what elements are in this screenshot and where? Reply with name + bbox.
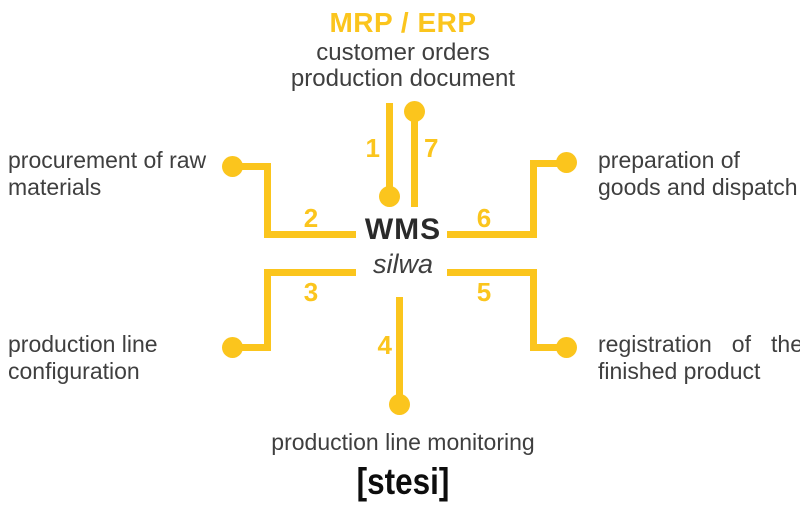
wms-block: WMS silwa (303, 212, 503, 280)
step5-rail (447, 269, 537, 276)
label-configuration: production line configuration (8, 331, 158, 384)
step2-riser (264, 163, 271, 238)
step3-riser (264, 269, 271, 351)
step5-riser (530, 269, 537, 351)
wms-product-name: silwa (372, 249, 433, 279)
label-monitoring: production line monitoring (271, 429, 535, 455)
step-6-number: 6 (476, 203, 492, 233)
step3-rail (264, 269, 356, 276)
step-4-number: 4 (377, 330, 392, 360)
step-2-number: 2 (303, 203, 319, 233)
step6-riser (530, 160, 537, 238)
label-registration: registration of the finished product (598, 331, 800, 384)
step5-arm (530, 344, 568, 351)
step-5-number: 5 (476, 277, 492, 307)
erp-title: MRP / ERP (329, 7, 477, 38)
step3-arm (233, 344, 271, 351)
step4-endpoint-dot (389, 394, 410, 415)
step7-endpoint-dot (404, 101, 425, 122)
step7-line (411, 112, 418, 207)
step2-rail (264, 231, 356, 238)
step6-rail (447, 231, 537, 238)
step-1-number: 1 (365, 133, 380, 163)
step-7-number: 7 (424, 133, 439, 163)
step2-endpoint-dot (222, 156, 243, 177)
erp-block: MRP / ERP customer orders production doc… (253, 6, 553, 92)
step5-endpoint-dot (556, 337, 577, 358)
step6-endpoint-dot (556, 152, 577, 173)
erp-subtitle-line1: customer orders (316, 39, 490, 66)
label-preparation: preparation of goods and dispatch (598, 147, 798, 200)
step3-endpoint-dot (222, 337, 243, 358)
step1-endpoint-dot (379, 186, 400, 207)
step1-line (386, 103, 393, 198)
label-procurement: procurement of raw materials (8, 147, 207, 200)
step2-arm (233, 163, 271, 170)
stesi-logo: [stesi] (356, 461, 450, 502)
step4-line (396, 297, 403, 405)
wms-title: WMS (364, 213, 442, 246)
step-3-number: 3 (303, 277, 319, 307)
erp-subtitle-line2: production document (290, 65, 516, 92)
step6-arm (530, 160, 568, 167)
